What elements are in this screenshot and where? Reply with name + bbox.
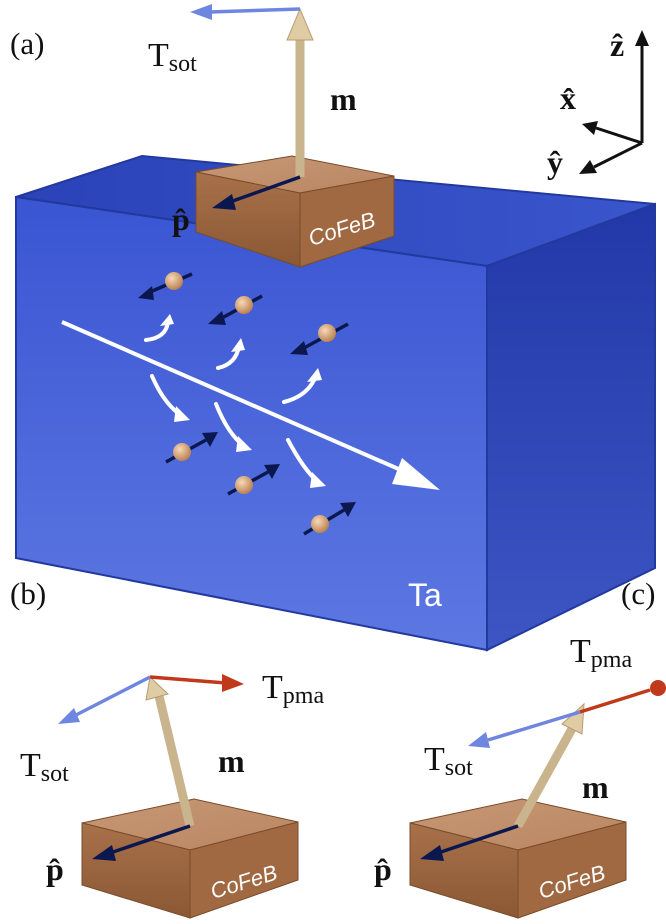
axis-x-label: x̂ bbox=[560, 80, 576, 116]
cofeb-block-a: CoFeB bbox=[195, 155, 395, 268]
magnetization-arrow-b bbox=[145, 675, 195, 828]
sot-label-b: Tsot bbox=[20, 747, 69, 787]
polarization-label-a: p̂ bbox=[172, 201, 190, 237]
ta-block bbox=[15, 154, 656, 652]
pma-arrow-c bbox=[579, 680, 666, 714]
sot-label-a: Tsot bbox=[148, 37, 197, 77]
sot-arrow-a bbox=[190, 4, 301, 20]
sot-arrow-b bbox=[58, 675, 151, 724]
electron-spin-down-3 bbox=[303, 502, 356, 536]
electron-spin-down-2 bbox=[227, 464, 280, 496]
panel-a: CoFeB (a) Tsot m p̂ ẑ x̂ bbox=[10, 4, 656, 652]
electron-spin-up-2 bbox=[208, 294, 263, 325]
pma-label-b: Tpma bbox=[262, 669, 324, 709]
coordinate-axes: ẑ x̂ ŷ bbox=[547, 27, 649, 180]
electron-spin-down-1 bbox=[165, 432, 218, 464]
axis-z-label: ẑ bbox=[610, 27, 624, 63]
panel-label-b: (b) bbox=[10, 576, 46, 611]
heavy-metal-label: Ta bbox=[408, 577, 442, 613]
spin-deflection-arrows bbox=[144, 314, 326, 488]
panel-label-a: (a) bbox=[10, 26, 44, 61]
magnetization-label-a: m bbox=[330, 81, 357, 117]
magnetization-arrow-a bbox=[286, 7, 314, 177]
axis-y-label: ŷ bbox=[547, 144, 563, 180]
polarization-arrow-a bbox=[212, 175, 301, 210]
polarization-arrow-c bbox=[420, 824, 519, 861]
polarization-arrow-b bbox=[92, 824, 191, 861]
pma-arrow-b bbox=[149, 674, 244, 692]
panel-b: (b) CoFeB Tpma Tsot m p̂ bbox=[10, 576, 324, 919]
ta-block-side bbox=[486, 202, 656, 652]
sot-label-c: Tsot bbox=[424, 741, 473, 781]
panel-label-c: (c) bbox=[621, 576, 655, 611]
electrons bbox=[138, 272, 356, 536]
magnetization-label-b: m bbox=[218, 743, 245, 779]
sot-arrow-c bbox=[468, 710, 581, 748]
polarization-label-c: p̂ bbox=[374, 851, 392, 887]
magnetization-label-c: m bbox=[582, 769, 609, 805]
charge-current-arrow bbox=[61, 320, 440, 490]
electron-spin-up-3 bbox=[290, 322, 349, 355]
pma-label-c: Tpma bbox=[570, 633, 632, 673]
polarization-label-b: p̂ bbox=[46, 851, 64, 887]
panel-c: (c) CoFeB Tpma Tsot m p̂ bbox=[374, 576, 666, 919]
electron-spin-up-1 bbox=[138, 272, 193, 300]
